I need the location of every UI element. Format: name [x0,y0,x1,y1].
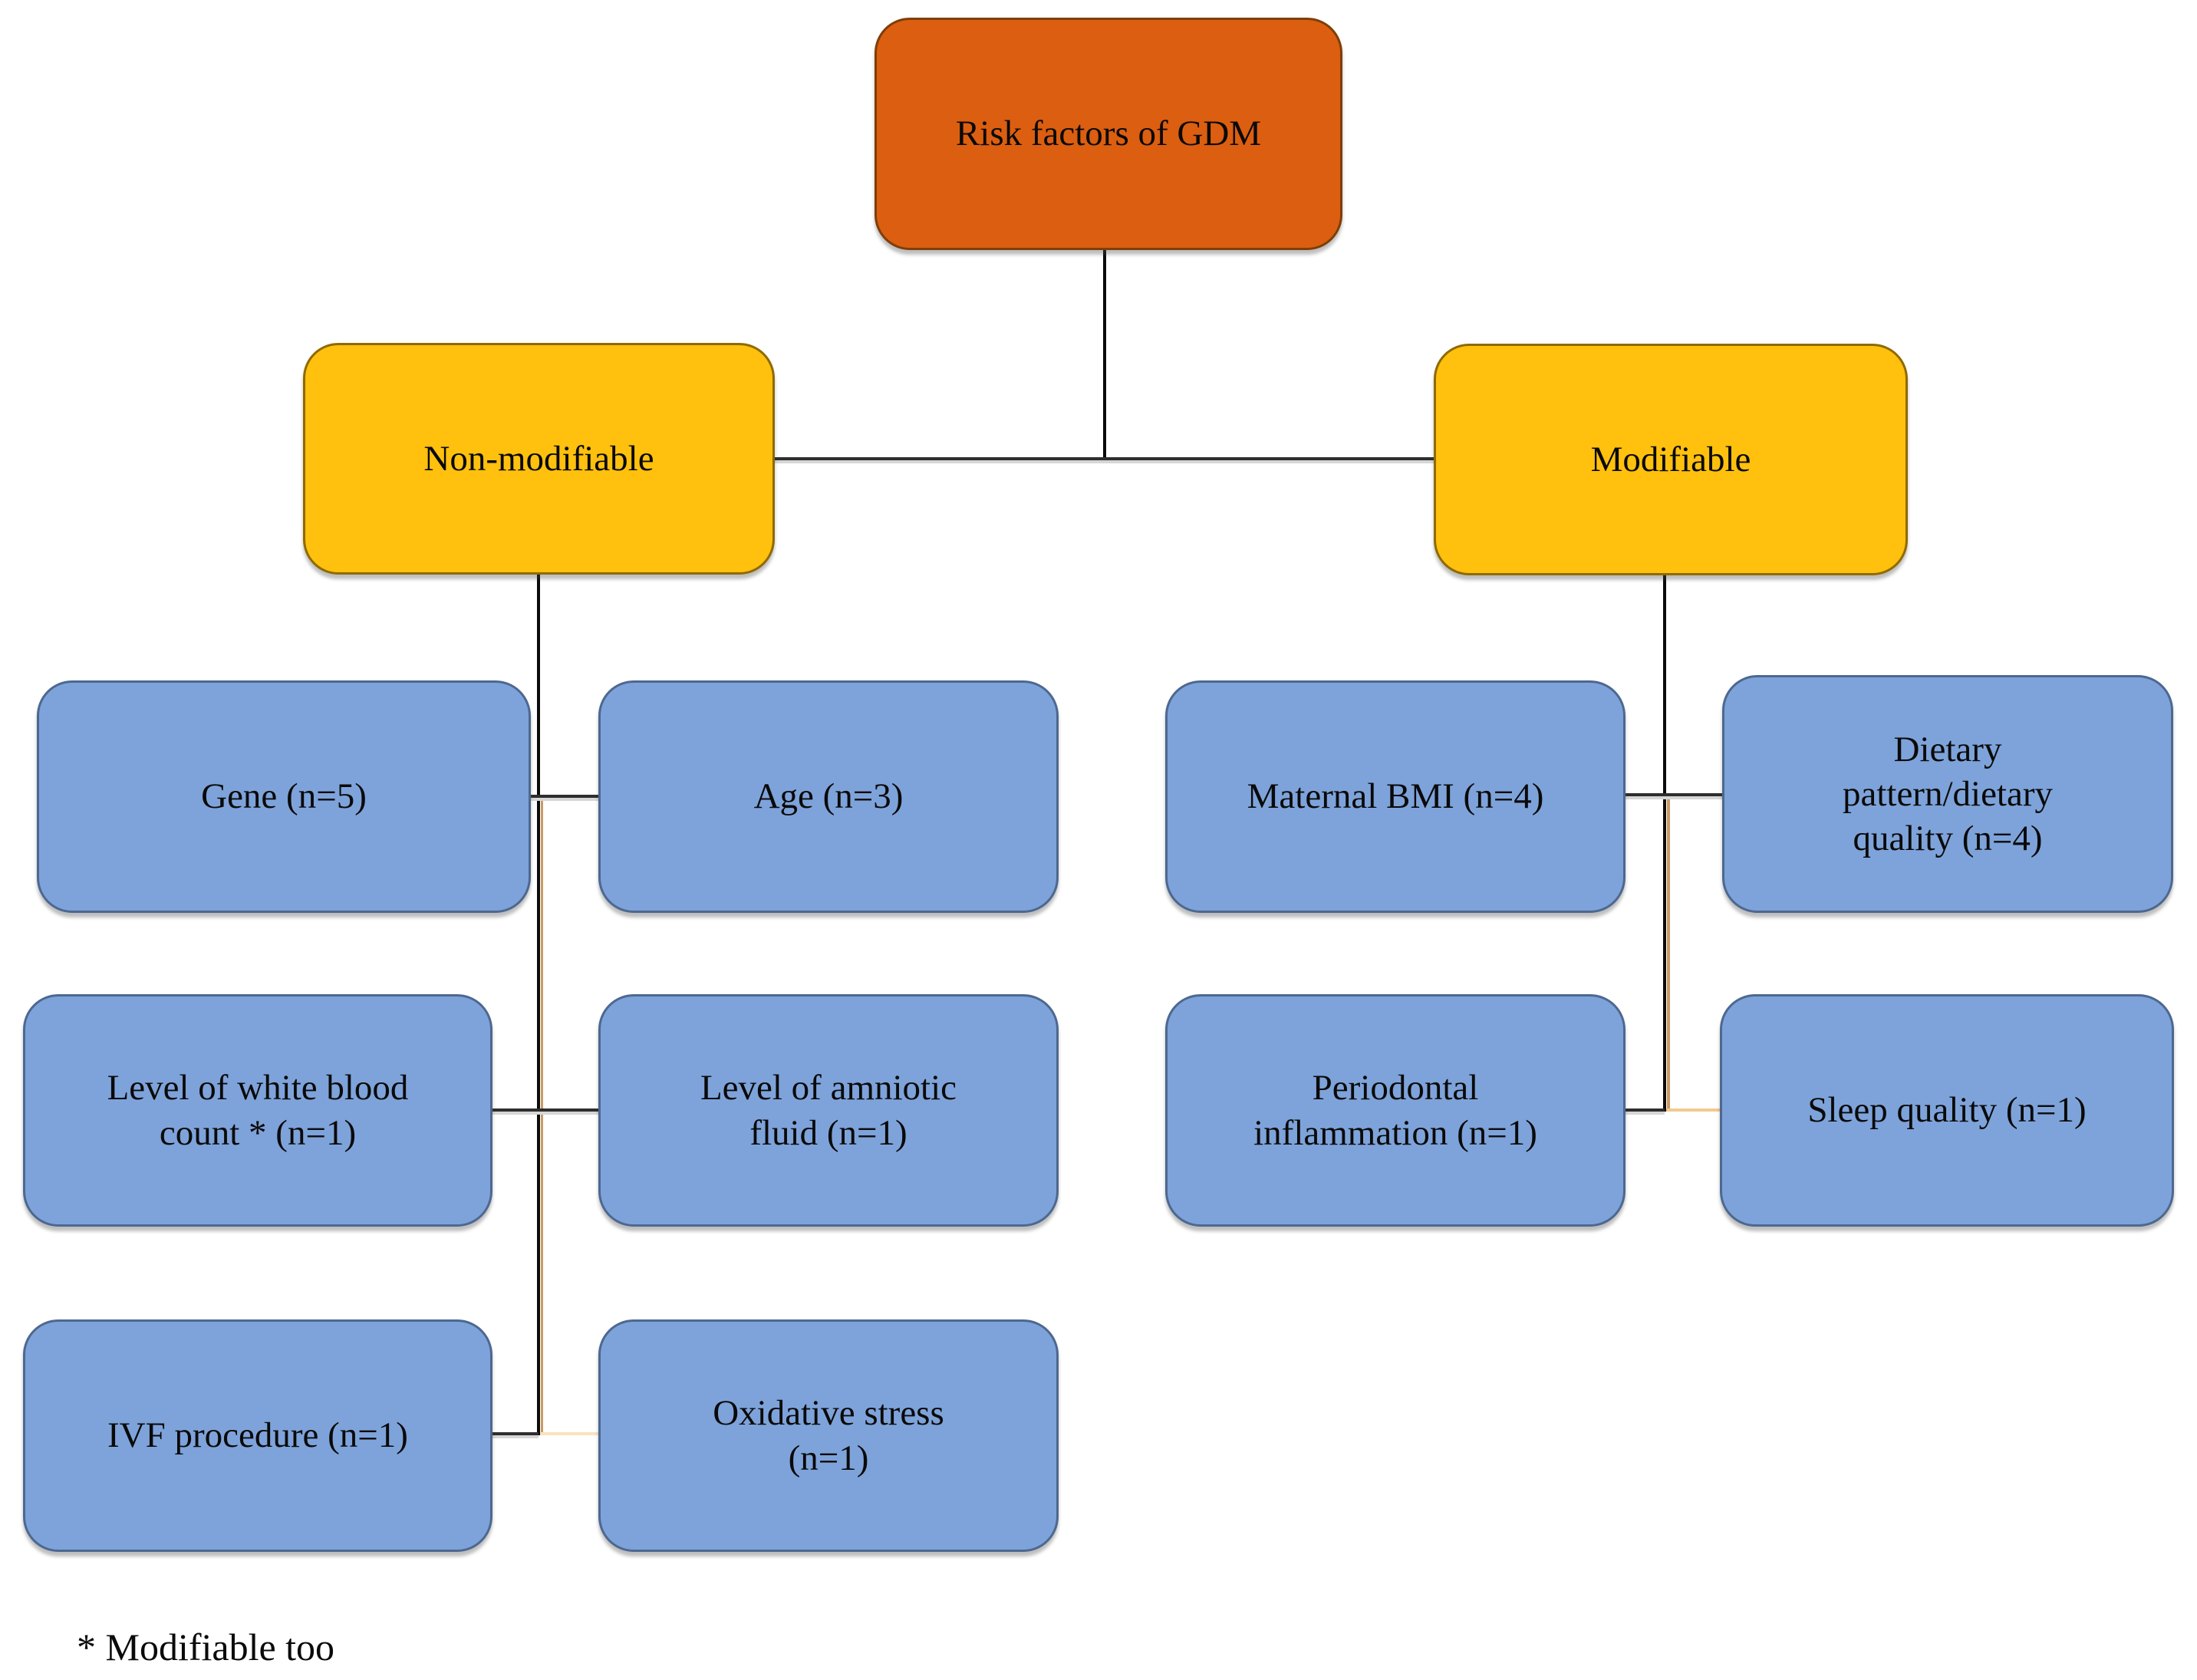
connector-left-trunk-tan [541,796,543,1434]
node-periodontal-inflammation: Periodontal inflammation (n=1) [1165,994,1626,1227]
connector-right-trunk [1663,575,1666,1112]
connector-top-horizontal [775,457,1434,460]
node-ivf-procedure: IVF procedure (n=1) [23,1319,492,1552]
connector-right-row2-tan [1666,1108,1720,1112]
connector-right-row1 [1626,793,1722,796]
node-amniotic-fluid: Level of amniotic fluid (n=1) [598,994,1059,1227]
branch-modifiable: Modifiable [1434,344,1908,575]
connector-left-row1 [531,795,598,798]
connector-right-trunk-tan [1667,795,1670,1112]
node-maternal-bmi: Maternal BMI (n=4) [1165,680,1626,913]
node-oxidative-stress: Oxidative stress (n=1) [598,1319,1059,1552]
node-gene: Gene (n=5) [37,680,531,913]
footnote-modifiable-too: * Modifiable too [77,1626,335,1668]
connector-right-row2-black [1626,1108,1665,1112]
branch-non-modifiable: Non-modifiable [303,343,775,575]
connector-left-trunk [537,575,540,1435]
node-dietary-pattern: Dietary pattern/dietary quality (n=4) [1722,675,2173,913]
node-age: Age (n=3) [598,680,1059,913]
connector-left-row3-peach [540,1432,598,1435]
root-node-risk-factors: Risk factors of GDM [875,18,1342,250]
node-white-blood-count: Level of white blood count * (n=1) [23,994,492,1227]
connector-left-row2 [492,1108,598,1112]
connector-left-row3-black [492,1432,539,1435]
node-sleep-quality: Sleep quality (n=1) [1720,994,2174,1227]
connector-root-vertical [1103,250,1106,459]
